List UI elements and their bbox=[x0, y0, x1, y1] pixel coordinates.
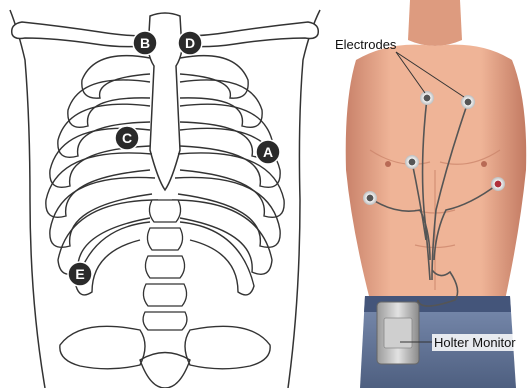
marker-a-label: A bbox=[263, 144, 273, 160]
marker-b: B bbox=[133, 31, 157, 55]
marker-d: D bbox=[178, 31, 202, 55]
holter-monitor-device bbox=[377, 302, 419, 364]
electrode-pad bbox=[461, 95, 475, 109]
neck bbox=[408, 0, 462, 46]
right-ribs bbox=[172, 56, 284, 295]
holter-illustration: Electrodes Holter Monitor bbox=[330, 0, 529, 388]
marker-e: E bbox=[68, 262, 92, 286]
left-ribs bbox=[46, 56, 158, 295]
electrode-pad bbox=[405, 155, 419, 169]
electrode-pad bbox=[420, 91, 434, 105]
electrode-pad bbox=[491, 177, 505, 191]
marker-e-label: E bbox=[75, 266, 84, 282]
left-clavicle bbox=[12, 22, 148, 47]
left-nipple bbox=[385, 161, 391, 167]
electrode-pad bbox=[363, 191, 377, 205]
marker-b-label: B bbox=[140, 35, 150, 51]
marker-d-label: D bbox=[185, 35, 195, 51]
spine bbox=[143, 200, 187, 330]
marker-a: A bbox=[256, 140, 280, 164]
right-nipple bbox=[481, 161, 487, 167]
pelvis bbox=[60, 326, 270, 388]
torso bbox=[346, 45, 527, 300]
marker-c-label: C bbox=[122, 130, 132, 146]
marker-c: C bbox=[115, 126, 139, 150]
electrodes-label: Electrodes bbox=[335, 37, 397, 52]
rib-cage-diagram: A B C D E bbox=[10, 10, 320, 388]
holter-monitor-label: Holter Monitor bbox=[434, 335, 516, 350]
